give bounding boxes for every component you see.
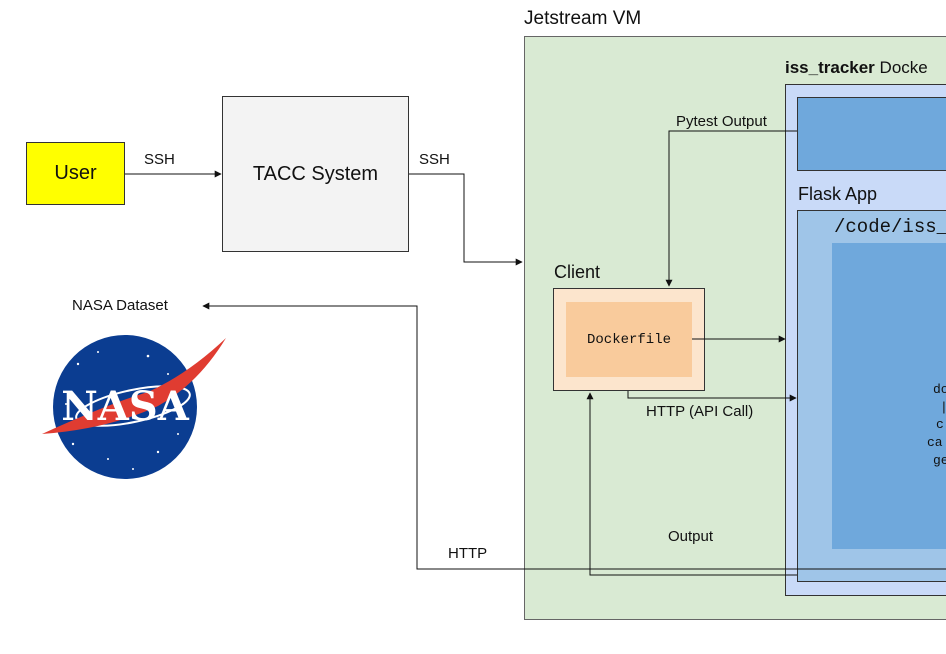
- code-fragment: ca: [927, 435, 943, 450]
- client-label: Client: [554, 262, 601, 282]
- http-api-call-connector: [627, 391, 797, 402]
- code-fragment: ge: [933, 453, 946, 468]
- container-name: iss_tracker: [785, 58, 875, 77]
- iss-tracker-container-label: iss_tracker Docke: [785, 58, 928, 78]
- edge-label-http: HTTP: [448, 545, 487, 562]
- edge-label-http-api-call: HTTP (API Call): [646, 403, 753, 420]
- edge-label-pytest-output: Pytest Output: [676, 113, 768, 130]
- container-suffix: Docke: [879, 58, 928, 77]
- code-path-label: /code/iss_: [834, 216, 946, 238]
- user-node: User: [26, 142, 125, 205]
- ssh-tacc-to-vm-connector: [409, 173, 523, 266]
- output-connector: [586, 392, 797, 576]
- edge-label-ssh-1: SSH: [144, 151, 175, 168]
- code-directory-box: do | c ca ge: [832, 243, 946, 549]
- nasa-dataset-label: NASA Dataset: [72, 297, 168, 314]
- http-nasa-connector: [202, 302, 946, 570]
- nasa-logo-icon: NASA: [42, 335, 226, 479]
- edge-label-output: Output: [668, 528, 714, 545]
- code-fragment: |: [940, 400, 946, 415]
- tacc-system-node: TACC System: [222, 96, 409, 252]
- dockerfile-box: Dockerfile: [566, 302, 692, 377]
- code-fragment: do: [933, 382, 946, 397]
- pytest-output-connector: [665, 130, 797, 287]
- nasa-logo-text: NASA: [61, 383, 189, 430]
- pytest-box: [797, 97, 946, 171]
- jetstream-vm-label: Jetstream VM: [524, 8, 642, 29]
- flask-app-label: Flask App: [798, 184, 878, 204]
- edge-label-ssh-2: SSH: [419, 151, 450, 168]
- code-fragment: c: [936, 417, 944, 432]
